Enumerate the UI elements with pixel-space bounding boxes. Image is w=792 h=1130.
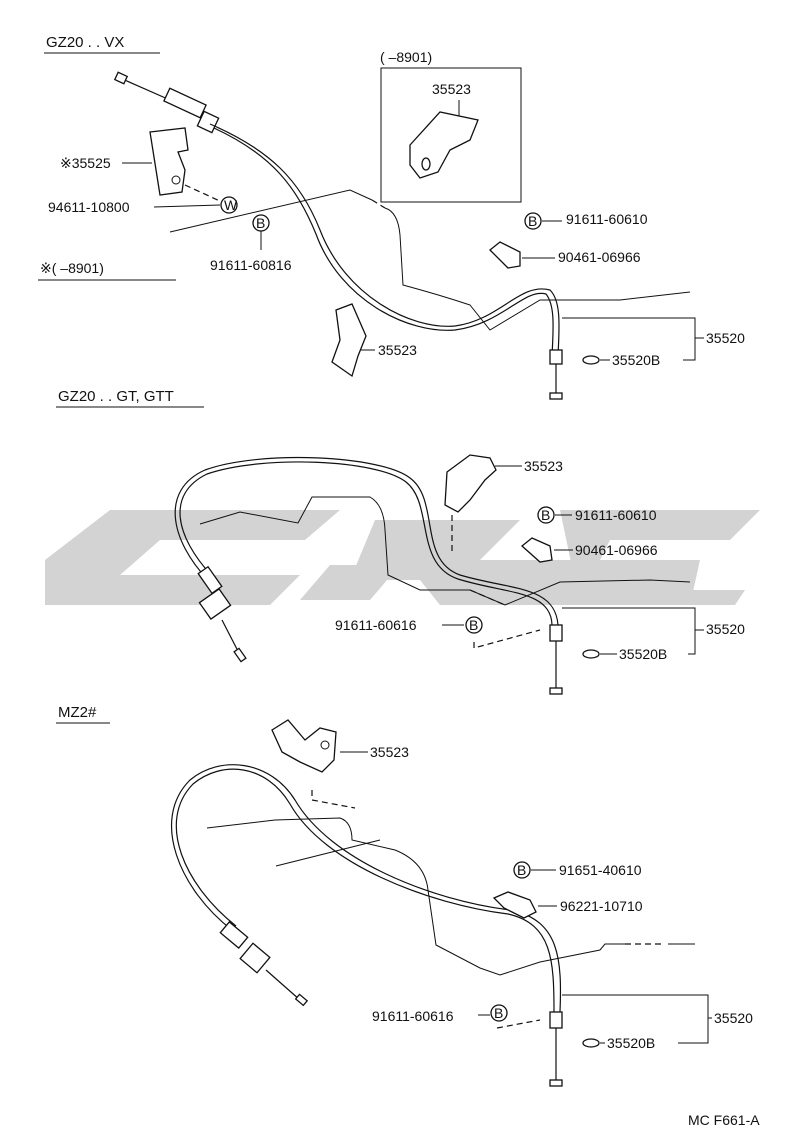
note-label: ※( –8901) (40, 260, 104, 276)
inset-range-label: ( –8901) (380, 49, 432, 65)
watermark-logo (45, 510, 760, 605)
label-35520: 35520 (706, 330, 745, 346)
label-35520b: 35520B (607, 1035, 655, 1051)
inset-box: ( –8901) 35523 (380, 49, 522, 203)
clip-90461 (520, 537, 553, 563)
section-heading: MZ2# (58, 704, 97, 721)
section-heading: GZ20 . . VX (46, 34, 124, 51)
label-35520b: 35520B (619, 646, 667, 662)
label-35525: ※35525 (60, 155, 111, 171)
label-94611-10800: 94611-10800 (48, 199, 130, 215)
svg-text:B: B (256, 215, 265, 231)
section-heading: GZ20 . . GT, GTT (58, 388, 174, 405)
section-gz20-gt-gtt: GZ20 . . GT, GTT 35523 B 91611-60610 904… (56, 388, 745, 695)
label-91611-60616: 91611-60616 (335, 617, 417, 633)
label-96221-10710: 96221-10710 (560, 898, 643, 914)
label-91611-60616: 91611-60616 (372, 1008, 454, 1024)
washer-w (220, 196, 238, 214)
bracket-35523 (444, 454, 497, 513)
inset-part-label: 35523 (432, 81, 471, 97)
section-gz20-vx: GZ20 . . VX ( –8901) 35523 (38, 34, 745, 400)
label-35523: 35523 (370, 744, 409, 760)
label-35520: 35520 (706, 621, 745, 637)
label-35520b: 35520B (612, 352, 660, 368)
label-35523: 35523 (524, 458, 563, 474)
bracket-35525 (149, 127, 189, 196)
label-91651-40610: 91651-40610 (559, 862, 642, 878)
svg-text:W: W (224, 197, 238, 213)
label-35520: 35520 (714, 1010, 753, 1026)
label-91611-60610: 91611-60610 (575, 507, 657, 523)
bracket-35523-inset (409, 111, 479, 179)
label-90461-06966: 90461-06966 (575, 542, 658, 558)
cable-35520 (113, 71, 563, 400)
footer-code: MC F661-A (688, 1112, 760, 1128)
label-90461-06966: 90461-06966 (558, 249, 641, 265)
svg-text:B: B (494, 1005, 503, 1021)
cable-35520 (170, 764, 563, 1087)
clip-90461 (489, 241, 521, 269)
label-91611-60610: 91611-60610 (566, 211, 648, 227)
svg-text:B: B (541, 507, 550, 523)
clip-96221 (492, 891, 537, 919)
section-mz2: MZ2# 35523 B 91651-40610 9 (56, 704, 753, 1087)
bracket-35523 (331, 303, 367, 378)
svg-text:B: B (469, 617, 478, 633)
svg-text:B: B (517, 862, 526, 878)
label-35523: 35523 (378, 342, 417, 358)
cable-35520 (174, 456, 563, 695)
bracket-35523 (271, 719, 337, 773)
label-91611-60816: 91611-60816 (210, 257, 292, 273)
svg-text:B: B (528, 213, 537, 229)
